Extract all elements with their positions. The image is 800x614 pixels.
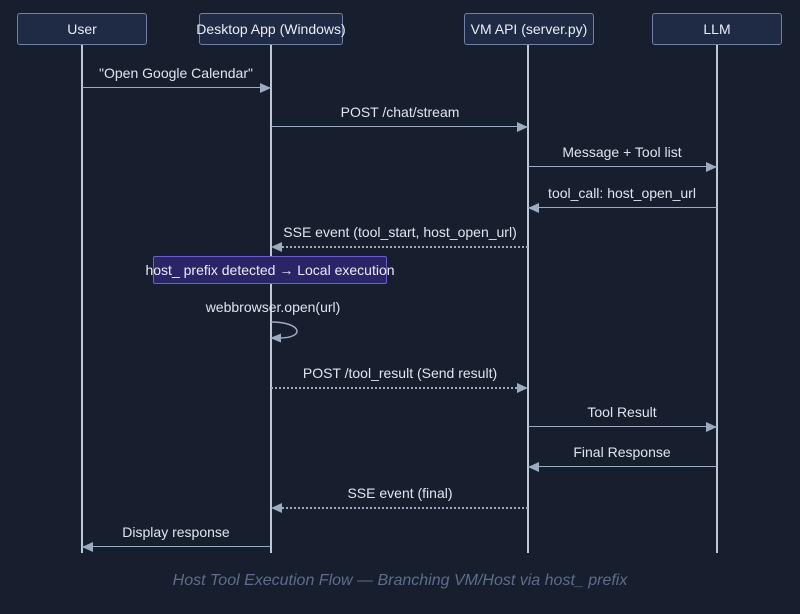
message-label: POST /tool_result (Send result) [302,365,498,381]
arrow-line [528,426,717,427]
note-host-prefix-detected: host_ prefix detected → Local execution [145,256,395,284]
arrow-line [271,387,517,389]
lifeline-desktop-app [270,45,272,553]
participant-vm-api: VM API (server.py) [464,13,594,45]
arrowhead-right-icon [517,383,528,393]
diagram-caption: Host Tool Execution Flow — Branching VM/… [172,572,628,589]
message-label: SSE event (final) [347,485,453,501]
arrowhead-left-icon [528,203,539,213]
arrowhead-left-icon [82,542,93,552]
message-label: SSE event (tool_start, host_open_url) [283,224,517,240]
lifeline-llm [716,45,718,553]
arrow-line [271,126,528,127]
arrowhead-left-icon [528,462,539,472]
self-loop-arrow-icon [270,321,298,343]
lifeline-vm-api [527,45,529,553]
message-label: Display response [122,524,230,540]
arrow-line [528,466,717,467]
message-label: webbrowser.open(url) [205,299,341,315]
message-label: tool_call: host_open_url [548,185,696,201]
arrowhead-right-icon [706,422,717,432]
arrow-line [282,507,528,509]
arrowhead-right-icon [517,122,528,132]
arrow-line [82,87,271,88]
arrow-line [282,246,528,248]
participant-desktop-app: Desktop App (Windows) [196,13,346,45]
message-label: Message + Tool list [562,144,682,160]
arrowhead-right-icon [706,162,717,172]
participant-llm: LLM [652,13,782,45]
participant-user: User [17,13,147,45]
message-label: POST /chat/stream [340,104,460,120]
lifeline-user [81,45,83,553]
arrow-line [528,207,717,208]
message-label: Tool Result [587,404,657,420]
arrow-line [82,546,271,547]
arrow-line [528,166,717,167]
arrowhead-right-icon [260,83,271,93]
arrowhead-left-icon [271,242,282,252]
arrowhead-left-icon [271,503,282,513]
message-label: "Open Google Calendar" [99,65,253,81]
message-label: Final Response [573,444,671,460]
